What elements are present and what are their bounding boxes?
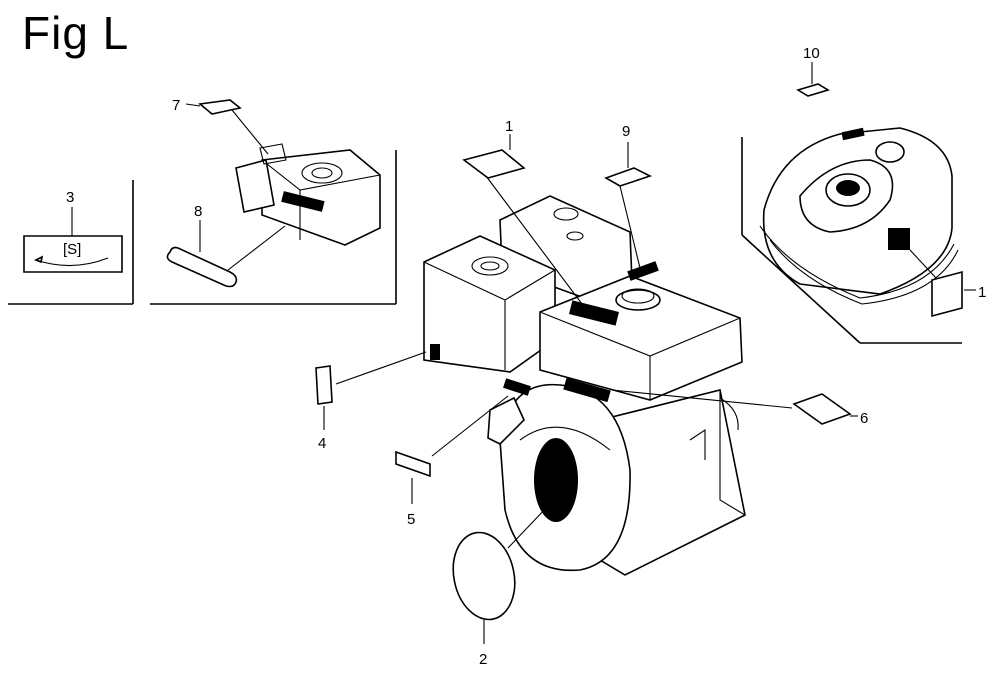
part-6-decal: 6	[611, 389, 868, 427]
part-9-top-decal: 9	[604, 123, 653, 269]
part-2-round-decal: 2	[452, 505, 549, 668]
callout-7: 7	[172, 97, 180, 114]
callout-2: 2	[479, 651, 487, 668]
callout-8: 8	[194, 203, 202, 220]
part-5-decal: 5	[395, 395, 509, 528]
panel-dividers	[8, 137, 962, 344]
part-1-top-decal: 1	[462, 118, 589, 313]
main-engine	[423, 195, 746, 576]
callout-1-right: 1	[978, 284, 986, 301]
callout-10: 10	[803, 45, 820, 62]
callout-6: 6	[860, 410, 868, 427]
callout-1-top: 1	[505, 118, 513, 135]
rotation-label-symbol: [S]	[63, 241, 81, 258]
air-cleaner-inset: 7 8	[166, 97, 381, 288]
figure-title: Fig L	[22, 7, 130, 59]
callout-3: 3	[66, 189, 74, 206]
part-3-rotation-label: [S] 3	[23, 189, 123, 273]
part-4-decal: 4	[315, 351, 427, 452]
callout-4: 4	[318, 435, 326, 452]
callout-5: 5	[407, 511, 415, 528]
fuel-tank-inset: 10 1	[759, 45, 986, 318]
callout-9: 9	[622, 123, 630, 140]
